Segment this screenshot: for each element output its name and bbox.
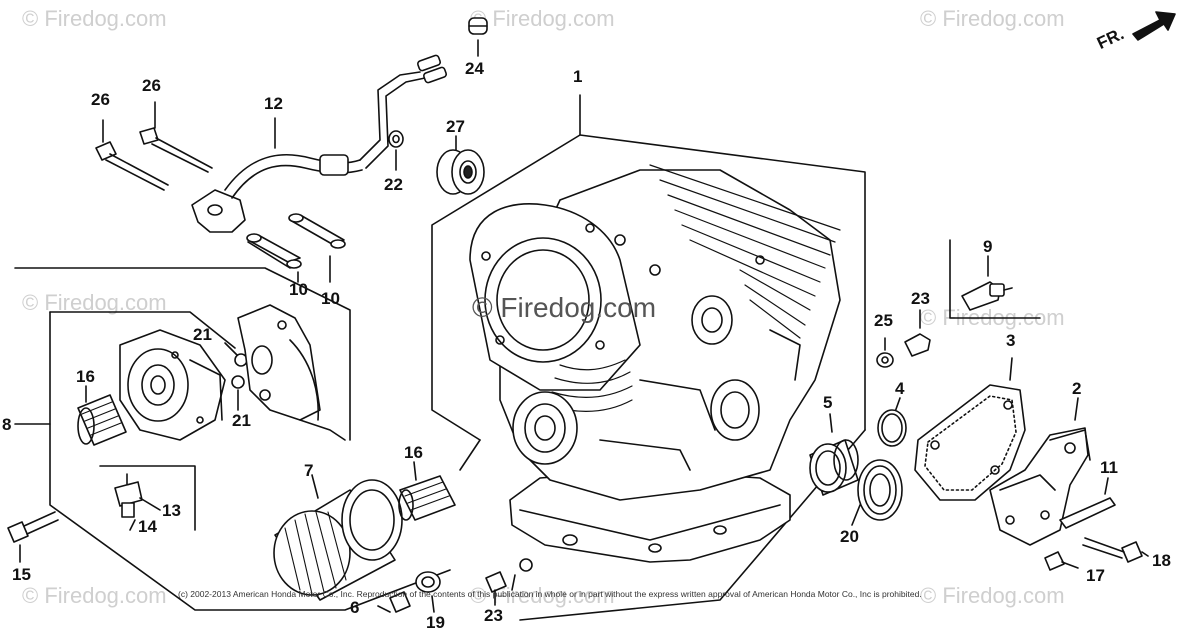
front-direction-arrow xyxy=(1132,11,1176,41)
part-23-plug-right xyxy=(904,309,931,357)
part-10-dowels xyxy=(246,213,346,283)
part-27-bearing xyxy=(436,135,485,195)
part-5-bushing xyxy=(809,413,859,496)
callout-6[interactable]: 6 xyxy=(350,598,360,617)
part-8-filter-base xyxy=(119,329,226,441)
callout-24[interactable]: 24 xyxy=(465,59,484,78)
part-17-bolt xyxy=(1044,551,1079,571)
part-26-bolts xyxy=(95,101,213,191)
callout-22[interactable]: 22 xyxy=(384,175,403,194)
callout-16[interactable]: 16 xyxy=(404,443,423,462)
callout-23[interactable]: 23 xyxy=(484,606,503,625)
callout-23[interactable]: 23 xyxy=(911,289,930,308)
group-line-1b xyxy=(579,134,866,431)
part-7-oil-filter xyxy=(273,474,403,601)
callout-19[interactable]: 19 xyxy=(426,613,445,632)
callout-11[interactable]: 11 xyxy=(1100,458,1118,477)
part-19-seal xyxy=(415,571,441,613)
part-20-oilseal xyxy=(851,459,903,526)
callout-10[interactable]: 10 xyxy=(289,280,308,299)
copyright-notice: (c) 2002-2013 American Honda Motor Co., … xyxy=(178,589,922,599)
callout-10[interactable]: 10 xyxy=(321,289,340,308)
callout-4[interactable]: 4 xyxy=(895,379,905,398)
part-13-switch xyxy=(114,473,161,531)
part-22-washer xyxy=(388,130,404,171)
part-21-washers xyxy=(224,342,248,411)
group-line-1 xyxy=(431,94,581,441)
callout-21[interactable]: 21 xyxy=(232,411,251,430)
callout-7[interactable]: 7 xyxy=(304,461,314,480)
part-1-crankcase xyxy=(469,164,841,563)
callout-27[interactable]: 27 xyxy=(446,117,465,136)
callout-18[interactable]: 18 xyxy=(1152,551,1171,570)
part-25-washer xyxy=(876,337,894,368)
callout-17[interactable]: 17 xyxy=(1086,566,1105,585)
part-2-cover xyxy=(989,397,1091,546)
part-16-nipple-right xyxy=(398,461,456,521)
callout-15[interactable]: 15 xyxy=(12,565,31,584)
callout-5[interactable]: 5 xyxy=(823,393,833,412)
callout-1[interactable]: 1 xyxy=(573,67,583,86)
crankcase-partial-left xyxy=(237,304,346,441)
callout-16[interactable]: 16 xyxy=(76,367,95,386)
part-11-clip xyxy=(1059,477,1116,529)
part-18-bolt xyxy=(1082,537,1149,563)
callout-25[interactable]: 25 xyxy=(874,311,893,330)
callout-20[interactable]: 20 xyxy=(840,527,859,546)
part-23-plug-bottom xyxy=(485,558,533,606)
part-3-gasket xyxy=(914,357,1026,501)
callout-9[interactable]: 9 xyxy=(983,237,993,256)
callout-26[interactable]: 26 xyxy=(91,90,110,109)
callout-3[interactable]: 3 xyxy=(1006,331,1016,350)
callout-12[interactable]: 12 xyxy=(264,94,283,113)
callout-14[interactable]: 14 xyxy=(138,517,157,536)
callout-21[interactable]: 21 xyxy=(193,325,212,344)
part-24-cap xyxy=(468,17,488,57)
part-4-oring xyxy=(877,397,907,447)
part-12-harness xyxy=(191,54,448,233)
part-15-bolt xyxy=(7,511,59,563)
part-9-sensor xyxy=(961,255,1013,311)
callout-8[interactable]: 8 xyxy=(2,415,12,434)
center-watermark: © Firedog.com xyxy=(472,292,657,323)
group-line-8 xyxy=(14,267,351,441)
part-6-drain-plug xyxy=(377,591,411,613)
part-16-nipple-left xyxy=(77,385,127,446)
callout-26[interactable]: 26 xyxy=(142,76,161,95)
callout-13[interactable]: 13 xyxy=(162,501,181,520)
callout-2[interactable]: 2 xyxy=(1072,379,1082,398)
